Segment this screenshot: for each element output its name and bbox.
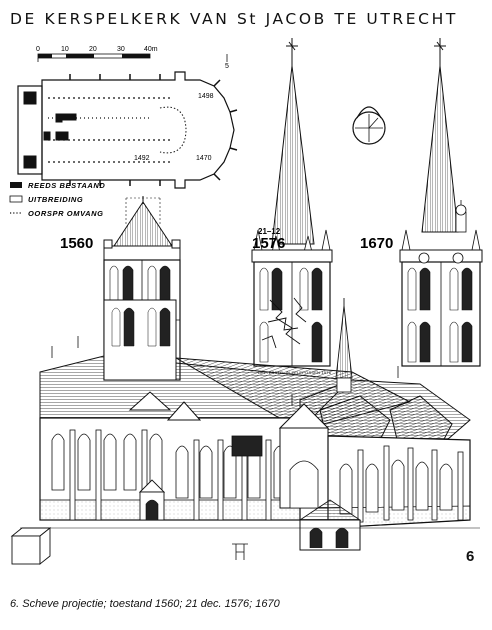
page-title: DE KERSPELKERK VAN St JACOB TE UTRECHT xyxy=(10,10,458,28)
scale-tick-20: 20 xyxy=(89,46,97,53)
scale-bar xyxy=(37,53,228,62)
scale-tick-40m: 40m xyxy=(144,46,158,53)
main-church xyxy=(20,298,480,551)
legend xyxy=(9,182,23,214)
legend-label-original: OORSPR OMVANG xyxy=(28,209,104,218)
plan-label-1498: 1498 xyxy=(198,93,214,100)
scale-tick-0: 0 xyxy=(36,46,40,53)
floor-plan xyxy=(17,71,238,189)
artist-monogram-icon xyxy=(232,543,248,560)
projection-cube xyxy=(10,527,52,565)
year-label-1670: 1670 xyxy=(360,235,393,252)
plate-number: 6 xyxy=(466,548,475,565)
figure-caption: 6. Scheve projectie; toestand 1560; 21 d… xyxy=(10,598,280,610)
tower-1670 xyxy=(399,38,483,367)
scale-extra-mark: 5 xyxy=(225,63,229,70)
scale-tick-10: 10 xyxy=(61,46,69,53)
compass-rose xyxy=(352,106,386,145)
scale-tick-30: 30 xyxy=(117,46,125,53)
tower-1576 xyxy=(251,38,333,367)
plan-label-1492: 1492 xyxy=(134,155,150,162)
plan-label-1470: 1470 xyxy=(196,155,212,162)
date-note-1576: 21–12 xyxy=(258,227,281,236)
legend-swatch-solid xyxy=(10,182,22,188)
year-label-1560: 1560 xyxy=(60,235,93,252)
year-label-1576: 1576 xyxy=(252,235,285,252)
legend-label-extension: UITBREIDING xyxy=(28,195,83,204)
legend-label-existing: REEDS BESTAAND xyxy=(28,181,105,190)
legend-swatch-outline xyxy=(9,195,23,203)
